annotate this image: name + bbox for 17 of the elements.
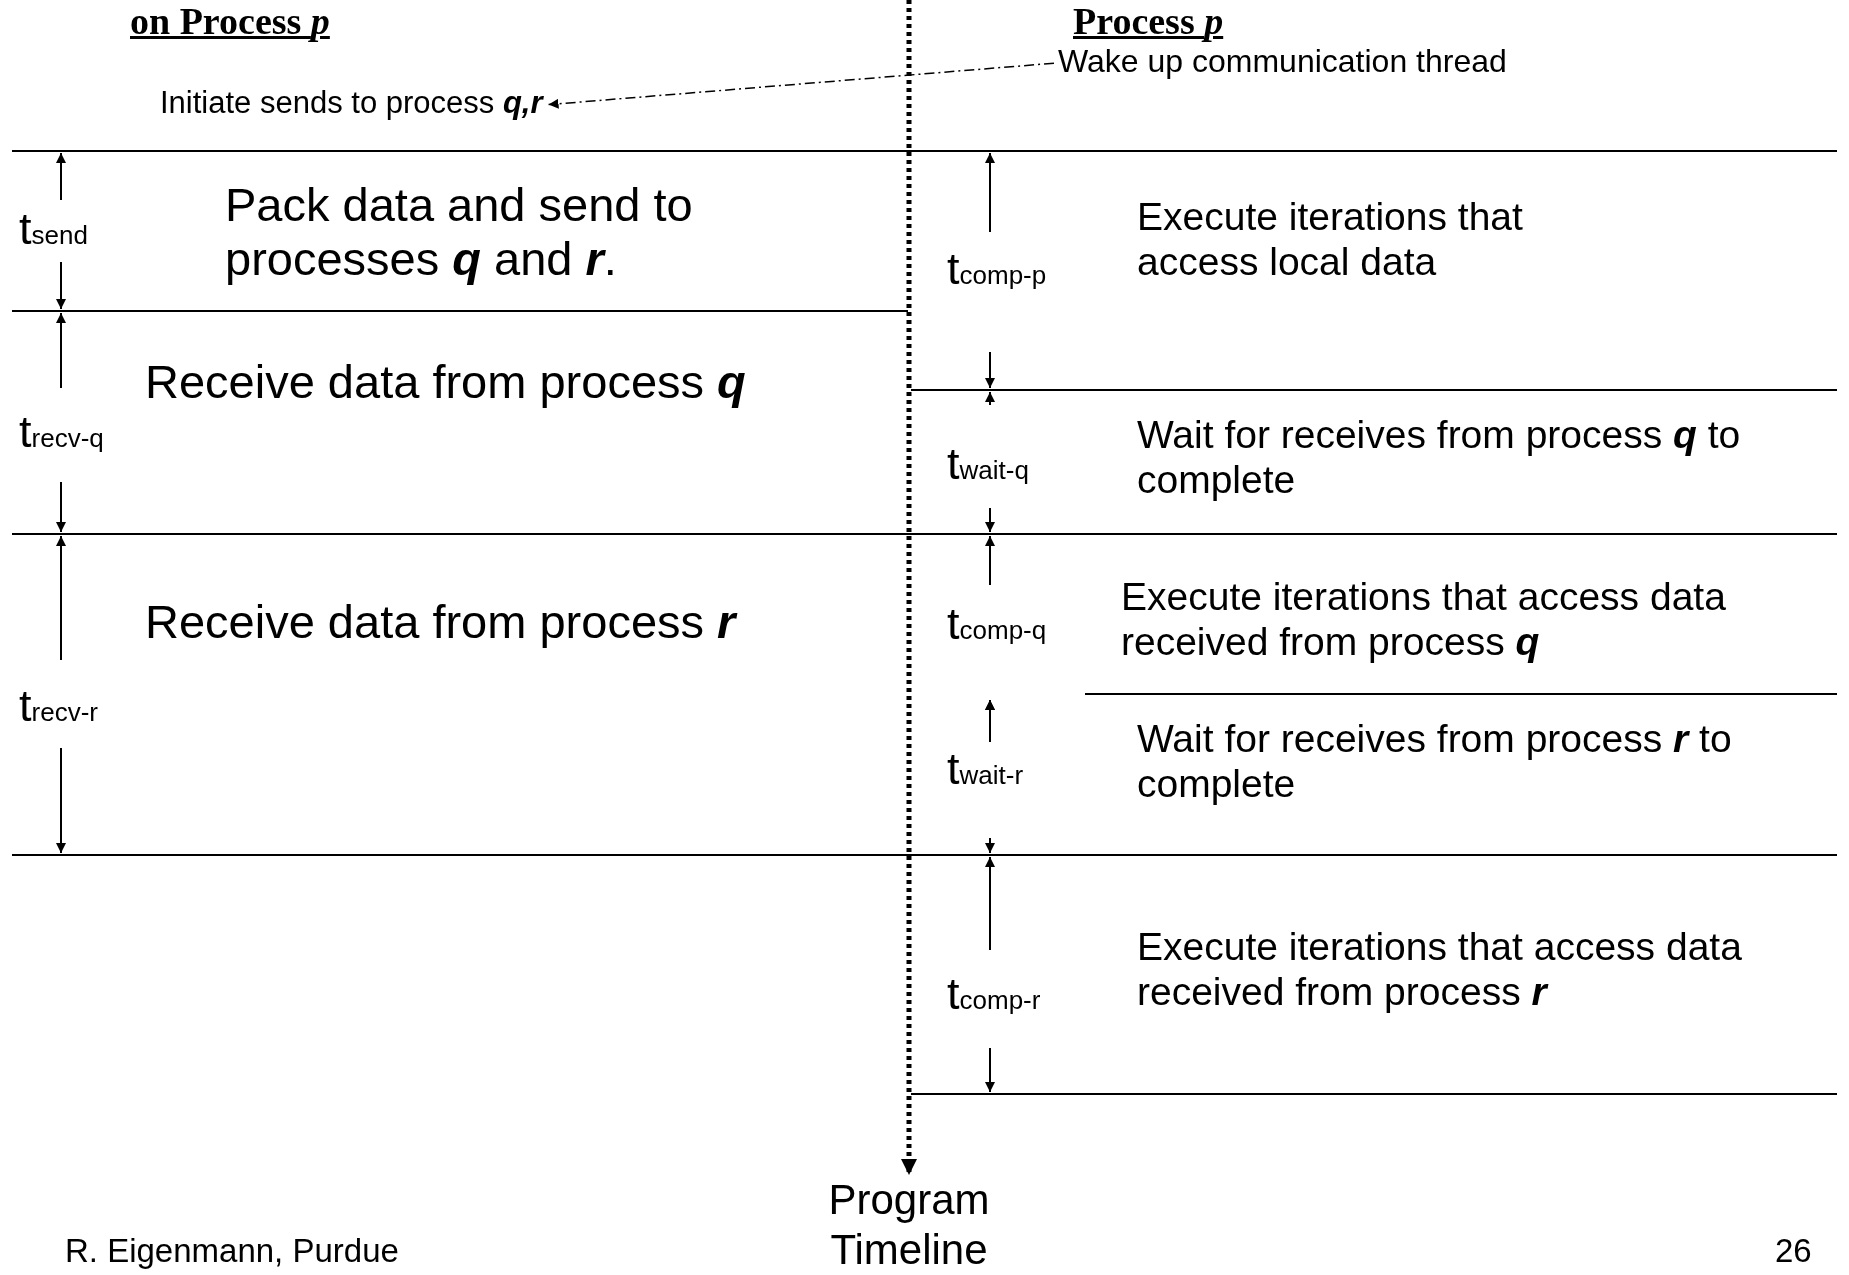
- step-text: Receive data from process r: [145, 595, 736, 650]
- step-text: Pack data and send to processes q and r.: [225, 178, 694, 287]
- annotation-text: Wake up communication thread: [1058, 42, 1507, 81]
- step-text: Execute iterations that access local data: [1137, 195, 1524, 285]
- annotation-text: Initiate sends to process q,r: [160, 84, 549, 122]
- column-heading: on Process p: [130, 0, 330, 44]
- column-heading: Process p: [1073, 0, 1224, 44]
- footer-text: R. Eigenmann, Purdue: [65, 1232, 399, 1270]
- arrow: [547, 62, 1055, 109]
- step-text: Wait for receives from process q to complete: [1137, 413, 1742, 503]
- step-text: Wait for receives from process r to complete: [1137, 717, 1733, 807]
- step-text: Receive data from process q: [145, 355, 746, 410]
- step-text: Execute iterations that access data received from process r: [1137, 925, 1743, 1015]
- timeline-label: Program Timeline: [799, 1175, 1019, 1275]
- page-number: 26: [1775, 1232, 1812, 1270]
- timeline-arrow: [901, 0, 917, 1175]
- step-text: Execute iterations that access data received from process q: [1121, 575, 1727, 665]
